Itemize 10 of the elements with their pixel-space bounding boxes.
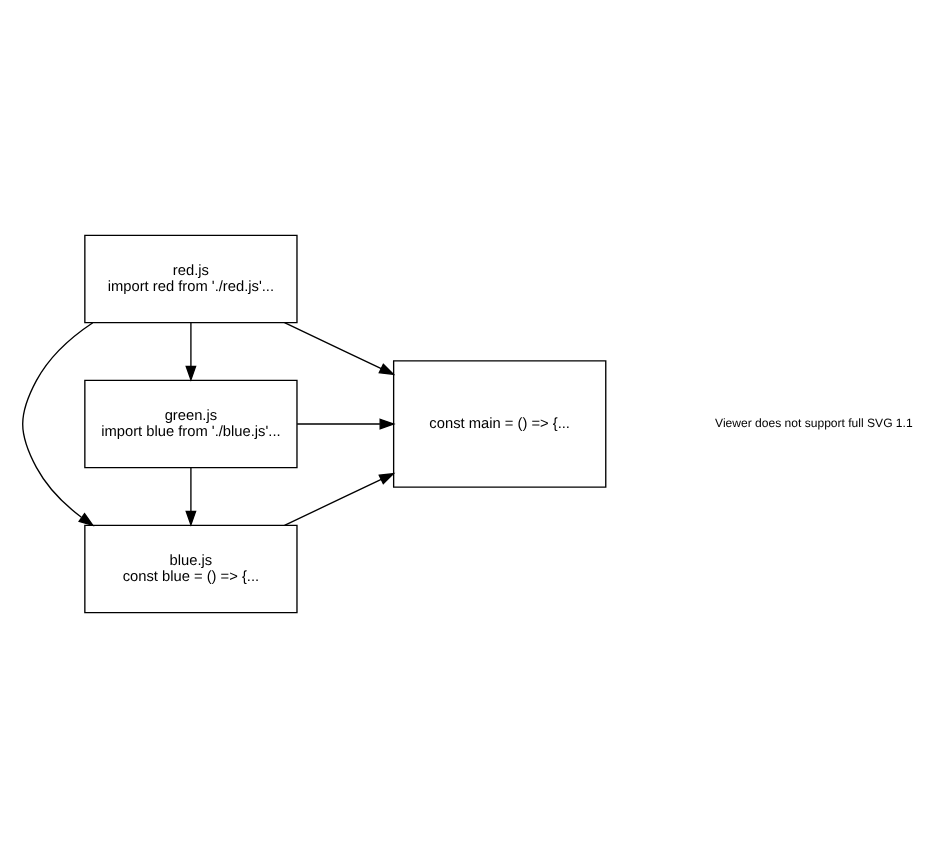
arrow xyxy=(296,418,396,430)
arrow xyxy=(283,472,396,526)
arrow xyxy=(185,322,197,382)
node-box: blue.js const blue = () => {... xyxy=(84,524,298,614)
node-box: green.js import blue from './blue.js'... xyxy=(84,379,298,469)
arrow xyxy=(283,322,396,376)
arrow xyxy=(185,467,197,527)
node-box: red.js import red from './red.js'... xyxy=(84,234,298,324)
arrow xyxy=(22,322,95,527)
node-box: const main = () => {... xyxy=(392,360,607,488)
